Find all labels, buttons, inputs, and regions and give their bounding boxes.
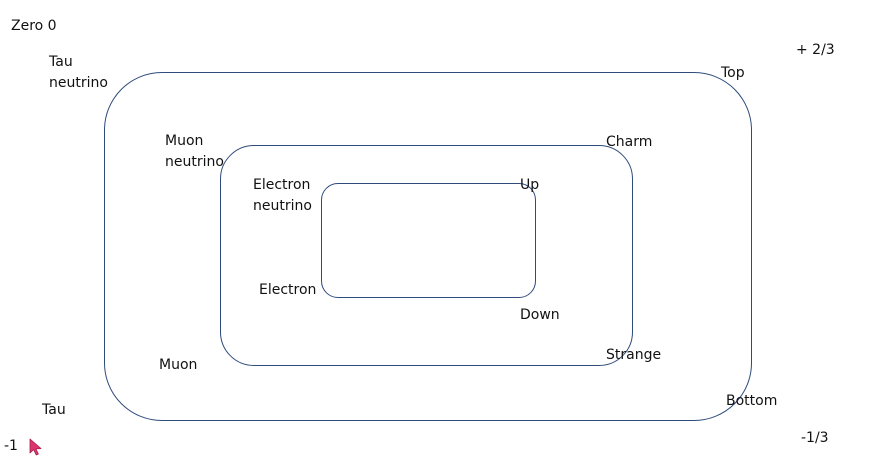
- down-quark-label: Down: [520, 307, 560, 323]
- electron-neutrino-line-1: Electron: [253, 177, 311, 193]
- charge-minus-one-label: -1: [4, 438, 18, 454]
- mouse-pointer-icon: [29, 438, 42, 456]
- muon-neutrino-line-2: neutrino: [165, 154, 224, 170]
- tau-label: Tau: [42, 402, 66, 418]
- charge-plus-two-thirds-label: + 2/3: [796, 42, 835, 58]
- tau-neutrino-line-1: Tau: [49, 54, 73, 70]
- tau-neutrino-line-2: neutrino: [49, 75, 108, 91]
- electron-neutrino-label: Electron neutrino: [253, 175, 312, 217]
- third-generation-box: [104, 72, 752, 421]
- strange-quark-label: Strange: [606, 347, 662, 363]
- bottom-quark-label: Bottom: [726, 393, 778, 409]
- muon-neutrino-label: Muon neutrino: [165, 131, 224, 173]
- muon-label: Muon: [159, 357, 198, 373]
- electron-neutrino-line-2: neutrino: [253, 198, 312, 214]
- second-generation-box: [220, 145, 633, 366]
- up-quark-label: Up: [520, 177, 540, 193]
- charge-zero-label: Zero 0: [11, 18, 57, 34]
- tau-neutrino-label: Tau neutrino: [49, 52, 108, 94]
- muon-neutrino-line-1: Muon: [165, 133, 204, 149]
- charm-quark-label: Charm: [606, 134, 653, 150]
- first-generation-box: [321, 183, 536, 298]
- charge-minus-one-third-label: -1/3: [801, 430, 829, 446]
- electron-label: Electron: [259, 282, 317, 298]
- top-quark-label: Top: [721, 65, 745, 81]
